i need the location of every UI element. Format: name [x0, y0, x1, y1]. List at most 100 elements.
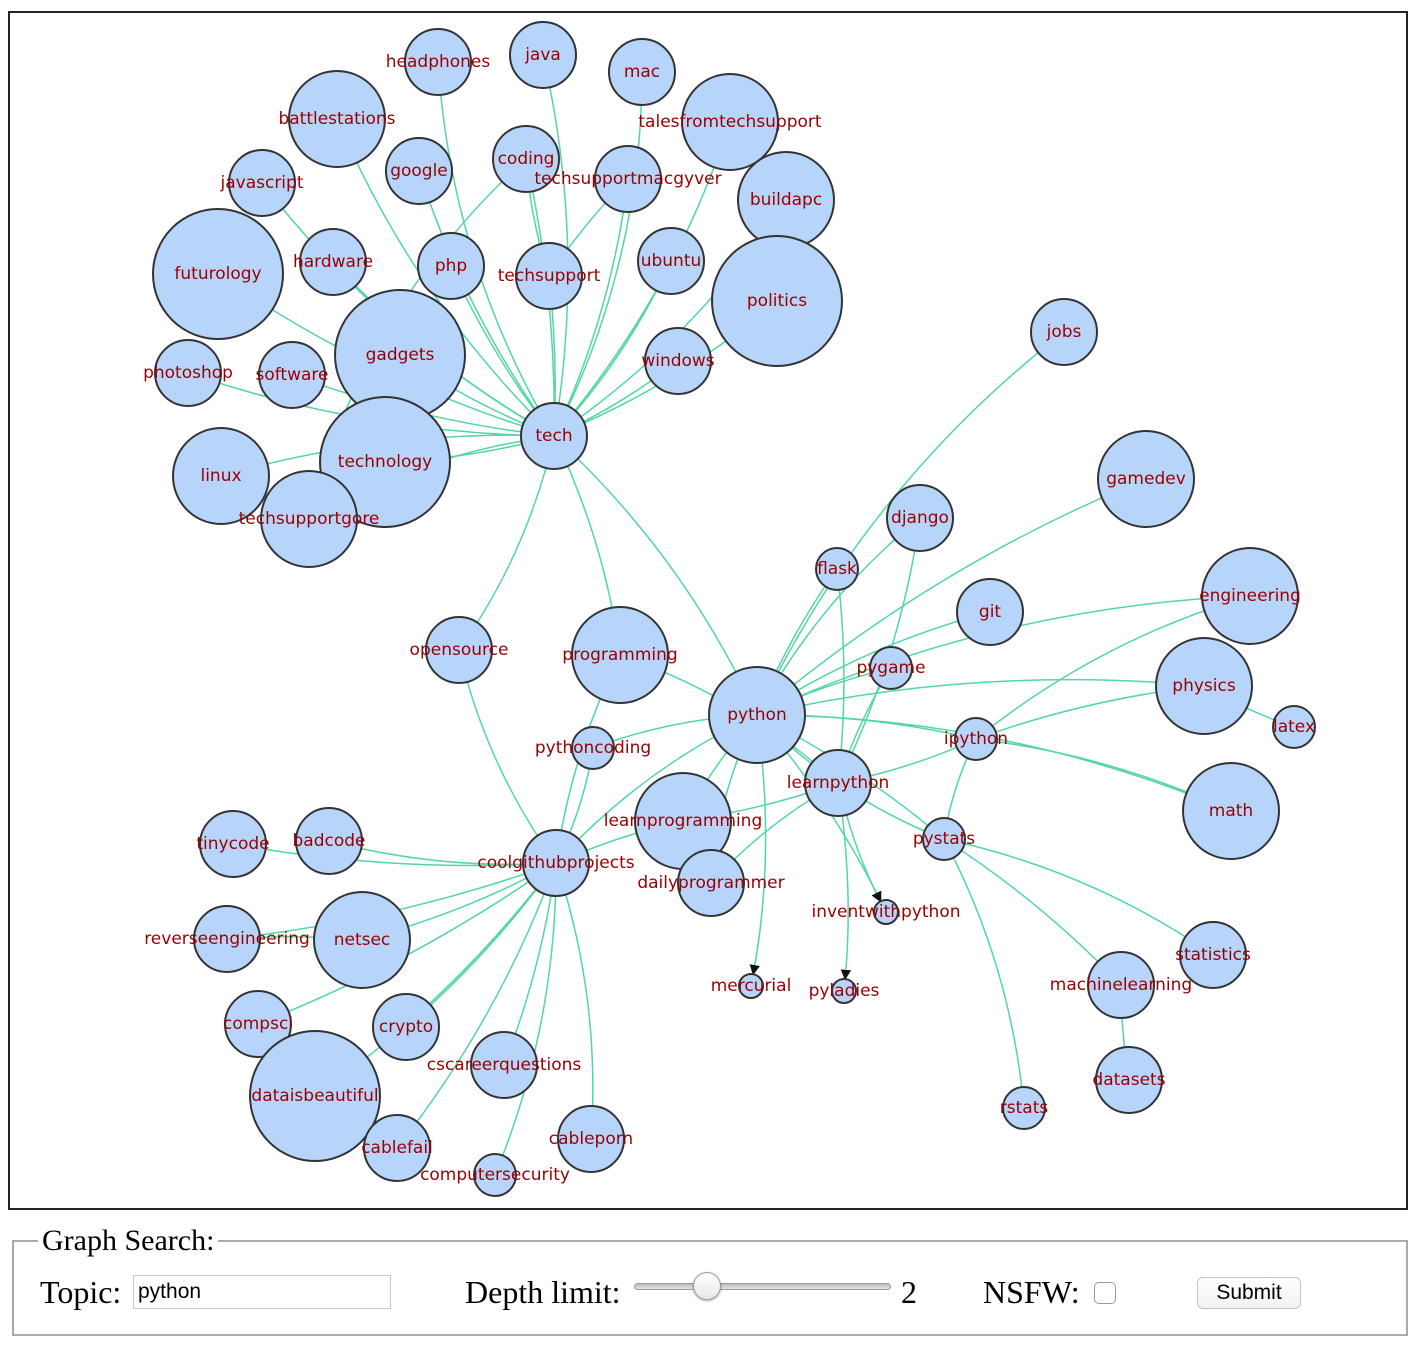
node-pythoncoding[interactable]: pythoncoding: [535, 726, 651, 770]
node-google[interactable]: google: [385, 137, 453, 205]
node-compsci[interactable]: compsci: [223, 990, 293, 1058]
node-battlestations[interactable]: battlestations: [278, 70, 396, 168]
node-circle[interactable]: [417, 232, 485, 300]
node-dailyprogrammer[interactable]: dailyprogrammer: [637, 849, 785, 917]
node-math[interactable]: math: [1182, 762, 1280, 860]
node-circle[interactable]: [594, 145, 662, 213]
node-circle[interactable]: [1272, 705, 1316, 749]
node-pystats[interactable]: pystats: [913, 817, 975, 861]
node-pyladies[interactable]: pyladies: [809, 978, 880, 1004]
topic-input[interactable]: [133, 1275, 391, 1309]
node-circle[interactable]: [1155, 637, 1253, 735]
node-photoshop[interactable]: photoshop: [143, 339, 233, 407]
node-hardware[interactable]: hardware: [293, 228, 373, 296]
node-reverseengineering[interactable]: reverseengineering: [144, 905, 310, 973]
node-latex[interactable]: latex: [1272, 705, 1316, 749]
node-circle[interactable]: [831, 978, 857, 1004]
node-circle[interactable]: [473, 1153, 517, 1197]
node-php[interactable]: php: [417, 232, 485, 300]
node-software[interactable]: software: [255, 341, 329, 409]
node-circle[interactable]: [681, 73, 779, 171]
node-tinycode[interactable]: tinycode: [196, 810, 270, 878]
node-statistics[interactable]: statistics: [1175, 921, 1251, 989]
node-circle[interactable]: [738, 973, 764, 999]
node-techsupportgore[interactable]: techsupportgore: [239, 470, 380, 568]
node-circle[interactable]: [873, 899, 899, 925]
node-circle[interactable]: [224, 990, 292, 1058]
node-circle[interactable]: [677, 849, 745, 917]
depth-limit-slider-thumb[interactable]: [693, 1272, 722, 1300]
node-engineering[interactable]: engineering: [1199, 547, 1301, 645]
node-circle[interactable]: [1097, 430, 1195, 528]
node-circle[interactable]: [1002, 1086, 1046, 1130]
node-circle[interactable]: [954, 717, 998, 761]
node-circle[interactable]: [492, 125, 560, 193]
node-circle[interactable]: [644, 327, 712, 395]
node-circle[interactable]: [199, 810, 267, 878]
node-circle[interactable]: [869, 646, 913, 690]
node-jobs[interactable]: jobs: [1030, 298, 1098, 366]
nsfw-checkbox[interactable]: [1094, 1282, 1116, 1304]
node-opensource[interactable]: opensource: [410, 616, 509, 684]
node-linux[interactable]: linux: [172, 427, 270, 525]
node-circle[interactable]: [571, 606, 669, 704]
node-circle[interactable]: [522, 829, 590, 897]
submit-button[interactable]: Submit: [1197, 1277, 1301, 1309]
node-learnprogramming[interactable]: learnprogramming: [604, 772, 762, 870]
node-netsec[interactable]: netsec: [313, 891, 411, 989]
node-circle[interactable]: [299, 228, 367, 296]
node-tech[interactable]: tech: [520, 402, 588, 470]
node-technology[interactable]: technology: [319, 396, 451, 528]
node-java[interactable]: java: [509, 21, 577, 89]
node-ubuntu[interactable]: ubuntu: [637, 227, 705, 295]
node-circle[interactable]: [1095, 1046, 1163, 1114]
node-politics[interactable]: politics: [711, 235, 843, 367]
node-circle[interactable]: [313, 891, 411, 989]
node-learnpython[interactable]: learnpython: [787, 749, 890, 817]
node-circle[interactable]: [1182, 762, 1280, 860]
node-circle[interactable]: [385, 137, 453, 205]
node-python[interactable]: python: [708, 666, 806, 764]
node-rstats[interactable]: rstats: [1000, 1086, 1049, 1130]
node-circle[interactable]: [152, 208, 284, 340]
node-circle[interactable]: [956, 578, 1024, 646]
node-circle[interactable]: [1201, 547, 1299, 645]
node-circle[interactable]: [404, 28, 472, 96]
node-circle[interactable]: [288, 70, 386, 168]
node-circle[interactable]: [228, 149, 296, 217]
node-circle[interactable]: [608, 38, 676, 106]
node-circle[interactable]: [258, 341, 326, 409]
node-circle[interactable]: [571, 726, 615, 770]
node-circle[interactable]: [711, 235, 843, 367]
node-circle[interactable]: [154, 339, 222, 407]
node-circle[interactable]: [193, 905, 261, 973]
node-dataisbeautiful[interactable]: dataisbeautiful: [249, 1030, 381, 1162]
node-git[interactable]: git: [956, 578, 1024, 646]
node-coding[interactable]: coding: [492, 125, 560, 193]
node-circle[interactable]: [249, 1030, 381, 1162]
node-coolgithubprojects[interactable]: coolgithubprojects: [477, 829, 635, 897]
node-circle[interactable]: [295, 807, 363, 875]
node-javascript[interactable]: javascript: [220, 149, 304, 217]
node-techsupport[interactable]: techsupport: [498, 242, 601, 310]
node-talesfromtechsupport[interactable]: talesfromtechsupport: [638, 73, 822, 171]
node-circle[interactable]: [515, 242, 583, 310]
node-circle[interactable]: [922, 817, 966, 861]
node-circle[interactable]: [1030, 298, 1098, 366]
node-futurology[interactable]: futurology: [152, 208, 284, 340]
node-circle[interactable]: [1087, 951, 1155, 1019]
node-circle[interactable]: [372, 993, 440, 1061]
node-circle[interactable]: [319, 396, 451, 528]
node-circle[interactable]: [557, 1105, 625, 1173]
node-circle[interactable]: [637, 227, 705, 295]
node-gamedev[interactable]: gamedev: [1097, 430, 1195, 528]
node-circle[interactable]: [804, 749, 872, 817]
node-circle[interactable]: [509, 21, 577, 89]
node-datasets[interactable]: datasets: [1092, 1046, 1166, 1114]
node-circle[interactable]: [470, 1031, 538, 1099]
node-cscareerquestions[interactable]: cscareerquestions: [427, 1031, 582, 1099]
node-programming[interactable]: programming: [562, 606, 678, 704]
node-crypto[interactable]: crypto: [372, 993, 440, 1061]
node-circle[interactable]: [172, 427, 270, 525]
depth-limit-slider[interactable]: [634, 1283, 891, 1290]
